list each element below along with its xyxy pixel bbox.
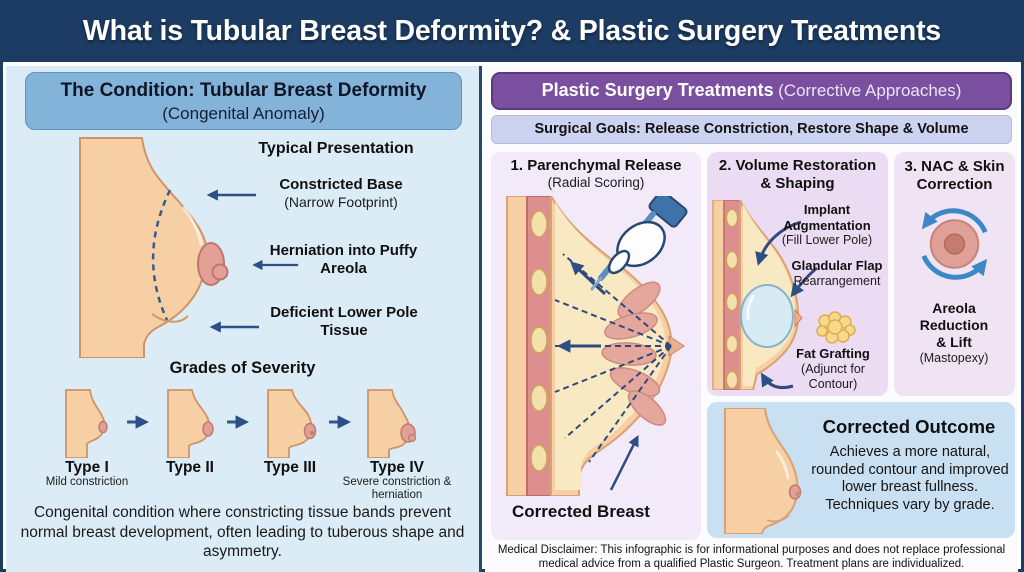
step3-title: 3. NAC & Skin Correction	[904, 158, 1005, 193]
step2-volume-restoration: 2. Volume Restoration & Shaping	[707, 152, 888, 396]
annotation-lower-pole: Deficient Lower Pole Tissue	[258, 304, 430, 340]
corrected-breast-caption: Corrected Breast	[512, 502, 650, 521]
condition-description: Congenital condition where constricting …	[20, 504, 465, 560]
corrected-outcome-box: Corrected Outcome Achieves a more natura…	[707, 402, 1015, 538]
left-arrow-icon	[209, 321, 259, 333]
severity-type2-figure	[167, 389, 214, 458]
step1-title-block: 1. Parenchymal Release (Radial Scoring)	[491, 157, 701, 191]
fat-graft-icon	[816, 311, 856, 344]
severity-type1-figure	[65, 389, 108, 458]
annotation-bold: Glandular Flap	[791, 258, 883, 273]
annotation-bold: Herniation into Puffy Areola	[269, 242, 418, 277]
step2-title: 2. Volume Restoration & Shaping	[718, 157, 877, 192]
right-arrow-icon	[329, 415, 352, 429]
annotation-sub: Rearrangement	[793, 273, 881, 288]
severity-heading: Grades of Severity	[169, 359, 316, 377]
severity-type4-figure	[367, 389, 417, 458]
page-title: What is Tubular Breast Deformity? & Plas…	[82, 15, 942, 47]
outcome-body: Achieves a more natural, rounded contour…	[811, 444, 1009, 513]
presentation-heading: Typical Presentation	[258, 140, 414, 157]
radial-scoring-illustration	[506, 196, 688, 496]
type4-label-block: Type IV Severe constriction & herniation	[321, 459, 473, 502]
type-label: Type I	[65, 459, 109, 476]
type2-label-block: Type II	[120, 459, 260, 476]
annotation-bold: Constricted Base	[279, 176, 403, 193]
annotation-bold: Implant Augmentation	[783, 202, 871, 233]
step1-parenchymal-release: 1. Parenchymal Release (Radial Scoring)	[491, 152, 701, 540]
areola-rotation-icon	[921, 208, 988, 280]
type-label: Type III	[263, 459, 317, 476]
severity-type3-figure	[267, 389, 317, 458]
treatments-header: Plastic Surgery Treatments (Corrective A…	[491, 72, 1012, 110]
corrected-breast-illustration	[724, 408, 802, 534]
scalpel-hand-icon	[590, 196, 688, 291]
outcome-title: Corrected Outcome	[822, 416, 996, 437]
annotation-herniation: Herniation into Puffy Areola	[256, 242, 431, 278]
annotation-sub: (Fill Lower Pole)	[781, 233, 873, 247]
step3-nac-skin-correction: 3. NAC & Skin Correction Areola Reductio…	[894, 152, 1015, 396]
glandular-flap-annotation: Glandular Flap Rearrangement	[787, 258, 887, 289]
type-label: Type II	[166, 459, 214, 476]
treatments-title: Plastic Surgery Treatments	[541, 80, 774, 100]
annotation-sub: (Narrow Footprint)	[284, 194, 398, 210]
annotation-bold: Fat Grafting	[796, 346, 870, 361]
right-arrow-icon	[127, 415, 150, 429]
left-arrow-icon	[252, 259, 299, 271]
treatments-subtitle: (Corrective Approaches)	[778, 81, 962, 100]
condition-panel: The Condition: Tubular Breast Deformity …	[6, 66, 482, 572]
implant-annotation: Implant Augmentation (Fill Lower Pole)	[769, 202, 885, 248]
type1-label-block: Type I Mild constriction	[17, 459, 157, 489]
implant-cross-section-illustration	[712, 200, 803, 390]
step1-subtitle: (Radial Scoring)	[547, 175, 645, 190]
type3-label-block: Type III	[220, 459, 360, 476]
annotation-sub: (Mastopexy)	[919, 351, 989, 365]
step1-title: 1. Parenchymal Release	[510, 157, 682, 174]
medical-disclaimer: Medical Disclaimer: This infographic is …	[497, 544, 1006, 570]
fat-grafting-annotation: Fat Grafting (Adjunct for Contour)	[781, 346, 885, 392]
annotation-constricted-base: Constricted Base (Narrow Footprint)	[246, 176, 436, 211]
annotation-sub: (Adjunct for Contour)	[801, 361, 865, 391]
treatments-panel: Plastic Surgery Treatments (Corrective A…	[485, 66, 1018, 572]
left-arrow-icon	[206, 189, 256, 201]
annotation-bold: Areola Reduction & Lift	[919, 300, 989, 350]
annotation-bold: Deficient Lower Pole Tissue	[270, 304, 418, 339]
right-arrow-icon	[227, 415, 250, 429]
condition-subtitle: (Congenital Anomaly)	[162, 104, 325, 123]
step2-arrows-overlay	[755, 220, 818, 390]
type-sub: Mild constriction	[45, 476, 129, 488]
condition-header: The Condition: Tubular Breast Deformity …	[25, 72, 462, 130]
condition-title: The Condition: Tubular Breast Deformity	[60, 80, 427, 101]
surgical-goals-bar: Surgical Goals: Release Constriction, Re…	[491, 115, 1012, 144]
type-label: Type IV	[370, 459, 424, 476]
areola-annotation: Areola Reduction & Lift (Mastopexy)	[915, 300, 993, 366]
tubular-breast-illustration	[79, 137, 229, 358]
header-bar: What is Tubular Breast Deformity? & Plas…	[0, 0, 1024, 62]
type-sub: Severe constriction & herniation	[342, 476, 452, 501]
